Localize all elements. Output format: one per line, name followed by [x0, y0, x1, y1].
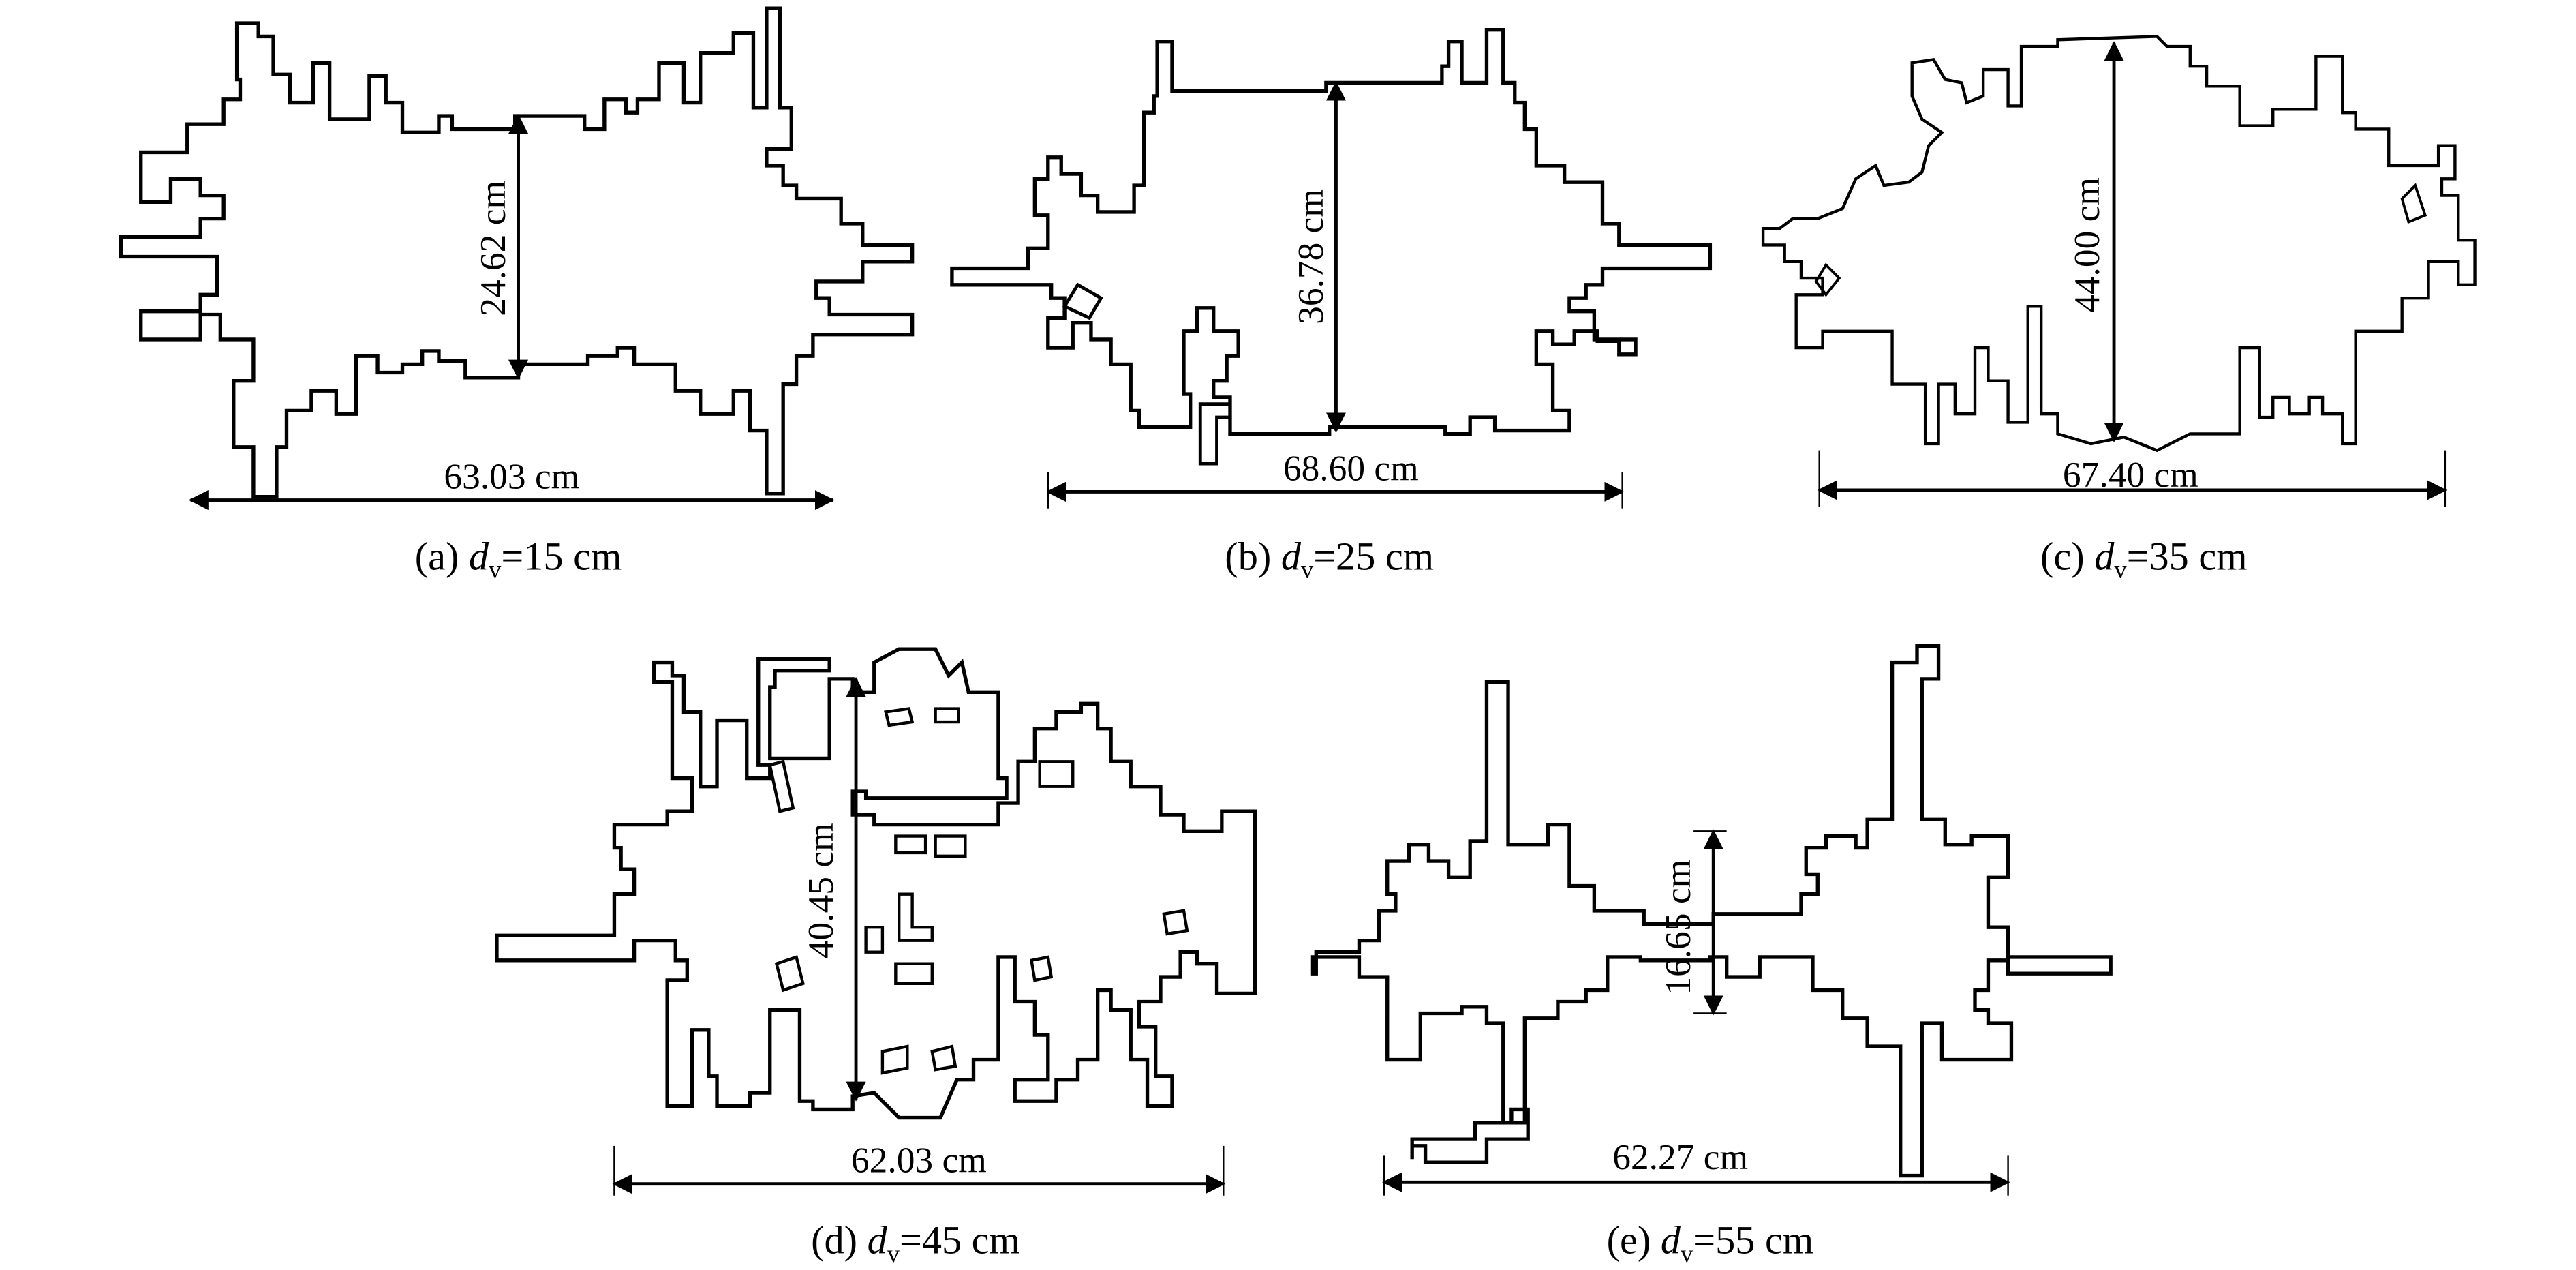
height-label-b: 36.78 cm — [1290, 189, 1331, 324]
hole-d-13 — [1162, 909, 1189, 936]
panel-a: 24.62 cm 63.03 cm (a) dv=15 cm — [119, 6, 915, 584]
hole-b-2 — [1198, 402, 1232, 466]
hole-d-11 — [880, 1044, 909, 1075]
height-label-c: 44.00 cm — [2066, 177, 2107, 313]
panel-c: 44.00 cm 67.40 cm (c) dv=35 cm — [1761, 35, 2477, 584]
caption-a: (a) dv=15 cm — [415, 534, 622, 584]
caption-b: (b) dv=25 cm — [1225, 534, 1434, 584]
cavity-outline-b — [950, 28, 1713, 436]
cavity-outline-e — [1310, 644, 2113, 1178]
width-label-a: 63.03 cm — [444, 456, 579, 497]
hole-d-4 — [894, 834, 927, 855]
width-label-b: 68.60 cm — [1283, 447, 1419, 488]
hole-d-9 — [774, 955, 805, 993]
hole-d-2 — [934, 707, 960, 724]
height-label-e: 16.65 cm — [1657, 860, 1698, 995]
hole-d-10 — [1030, 955, 1054, 982]
hole-d-5 — [934, 834, 967, 858]
panel-e: 16.65 cm 62.27 cm (e) dv=55 cm — [1310, 644, 2113, 1267]
hole-d-3 — [768, 759, 795, 813]
cavity-outline-c — [1761, 35, 2477, 453]
hole-c-2 — [1814, 262, 1841, 297]
hole-d-14 — [1038, 760, 1075, 788]
hole-c-1 — [2400, 183, 2427, 224]
hole-d-6 — [898, 892, 934, 942]
hole-d-8 — [894, 962, 934, 985]
hole-b-1 — [1062, 282, 1103, 320]
hole-d-12 — [930, 1044, 957, 1072]
height-label-a: 24.62 cm — [472, 181, 513, 316]
width-label-d: 62.03 cm — [851, 1140, 987, 1181]
hole-d-7 — [864, 926, 885, 954]
hole-d-1 — [884, 707, 915, 727]
caption-c: (c) dv=35 cm — [2040, 534, 2248, 584]
caption-e: (e) dv=55 cm — [1607, 1218, 1814, 1267]
height-label-d: 40.45 cm — [800, 823, 841, 958]
caption-d: (d) dv=45 cm — [811, 1218, 1020, 1267]
panel-d: 40.45 cm 62.03 cm (d) dv=45 cm — [495, 647, 1257, 1267]
width-label-c: 67.40 cm — [2063, 454, 2198, 495]
cavity-outline-d — [495, 647, 1257, 1120]
width-label-e: 62.27 cm — [1612, 1136, 1748, 1177]
cavity-outline-a — [119, 6, 915, 499]
panel-b: 36.78 cm 68.60 cm (b) dv=25 cm — [950, 28, 1713, 584]
